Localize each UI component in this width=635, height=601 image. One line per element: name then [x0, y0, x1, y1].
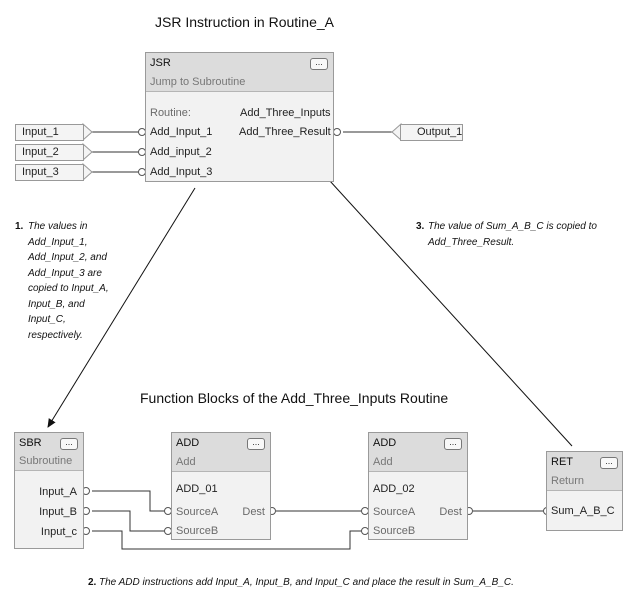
tag-point-3	[82, 162, 93, 182]
arrow-3	[297, 145, 573, 447]
note-2: The ADD instructions add Input_A, Input_…	[99, 577, 514, 588]
jsr-routine-value: Add_Three_Inputs	[240, 107, 331, 119]
add-02-source-b: SourceB	[373, 525, 416, 537]
wire-input-c	[92, 530, 363, 550]
note-2-number: 2.	[88, 577, 97, 588]
arrow-1	[47, 187, 196, 428]
note-3: The value of Sum_A_B_C is copied to Add_…	[428, 219, 597, 250]
add-01-instance: ADD_01	[176, 483, 218, 495]
jsr-subtitle: Jump to Subroutine	[150, 76, 246, 88]
wire-input-a	[92, 490, 166, 512]
tag-point-1	[82, 122, 93, 142]
add-01-subtitle: Add	[176, 456, 196, 468]
wire-input-b	[92, 510, 166, 532]
note-1-number: 1.	[15, 221, 24, 232]
sbr-output-a: Input_A	[39, 486, 77, 498]
input-tag-1[interactable]: Input_1	[15, 124, 84, 141]
add-02-subtitle: Add	[373, 456, 393, 468]
add-02-block[interactable]: ADD Add ... ADD_02 SourceA SourceB Dest	[368, 432, 468, 540]
sbr-properties-button[interactable]: ...	[60, 438, 78, 450]
jsr-input-2: Add_input_2	[150, 146, 212, 158]
add-02-instance: ADD_02	[373, 483, 415, 495]
note-1-line: Add_Input_2, and	[28, 252, 107, 263]
jsr-input-3: Add_Input_3	[150, 166, 213, 178]
jsr-routine-label: Routine:	[150, 107, 191, 119]
jsr-name: JSR	[150, 57, 171, 69]
note-3-number: 3.	[416, 221, 425, 232]
sbr-name: SBR	[19, 437, 42, 449]
jsr-output: Add_Three_Result	[239, 126, 331, 138]
note-1: The values in Add_Input_1, Add_Input_2, …	[28, 219, 109, 343]
ret-subtitle: Return	[551, 475, 585, 487]
ret-properties-button[interactable]: ...	[600, 457, 618, 469]
add-01-source-b: SourceB	[176, 525, 219, 537]
note-1-line: Add_Input_3 are	[28, 267, 102, 279]
sbr-output-b: Input_B	[39, 506, 77, 518]
ret-input: Sum_A_B_C	[551, 505, 615, 517]
add-01-source-a: SourceA	[176, 506, 219, 518]
add-02-dest: Dest	[439, 506, 462, 518]
note-3-line: The value of Sum_A_B_C is copied to	[428, 221, 597, 232]
note-3-line: Add_Three_Result.	[428, 236, 515, 248]
output-tag-1[interactable]: Output_1	[400, 124, 463, 141]
note-1-line: Input_B, and	[28, 298, 85, 310]
note-1-line: copied to Input_A,	[28, 283, 109, 294]
sbr-block[interactable]: SBR Subroutine ... Input_A Input_B Input…	[14, 432, 84, 549]
add-01-dest: Dest	[242, 506, 265, 518]
top-title: JSR Instruction in Routine_A	[155, 14, 334, 30]
jsr-properties-button[interactable]: ...	[310, 58, 328, 70]
jsr-block[interactable]: JSR Jump to Subroutine ... Routine: Add_…	[145, 52, 334, 182]
ret-name: RET	[551, 456, 573, 468]
bottom-title: Function Blocks of the Add_Three_Inputs …	[140, 390, 449, 406]
add-01-block[interactable]: ADD Add ... ADD_01 SourceA SourceB Dest	[171, 432, 271, 540]
add-02-name: ADD	[373, 437, 397, 449]
note-1-line: Input_C,	[28, 314, 66, 325]
add-02-source-a: SourceA	[373, 506, 416, 518]
add-02-properties-button[interactable]: ...	[444, 438, 462, 450]
tag-point-2	[82, 142, 93, 162]
jsr-input-1: Add_Input_1	[150, 126, 213, 138]
sbr-output-c: Input_c	[40, 526, 77, 538]
note-1-line: The values in	[28, 221, 88, 232]
ret-block[interactable]: RET Return ... Sum_A_B_C	[546, 451, 623, 531]
input-tag-2[interactable]: Input_2	[15, 144, 84, 161]
add-01-name: ADD	[176, 437, 200, 449]
note-1-line: respectively.	[28, 329, 83, 341]
sbr-subtitle: Subroutine	[19, 455, 73, 467]
note-1-line: Add_Input_1,	[28, 236, 88, 248]
input-tag-3[interactable]: Input_3	[15, 164, 84, 181]
add-01-properties-button[interactable]: ...	[247, 438, 265, 450]
